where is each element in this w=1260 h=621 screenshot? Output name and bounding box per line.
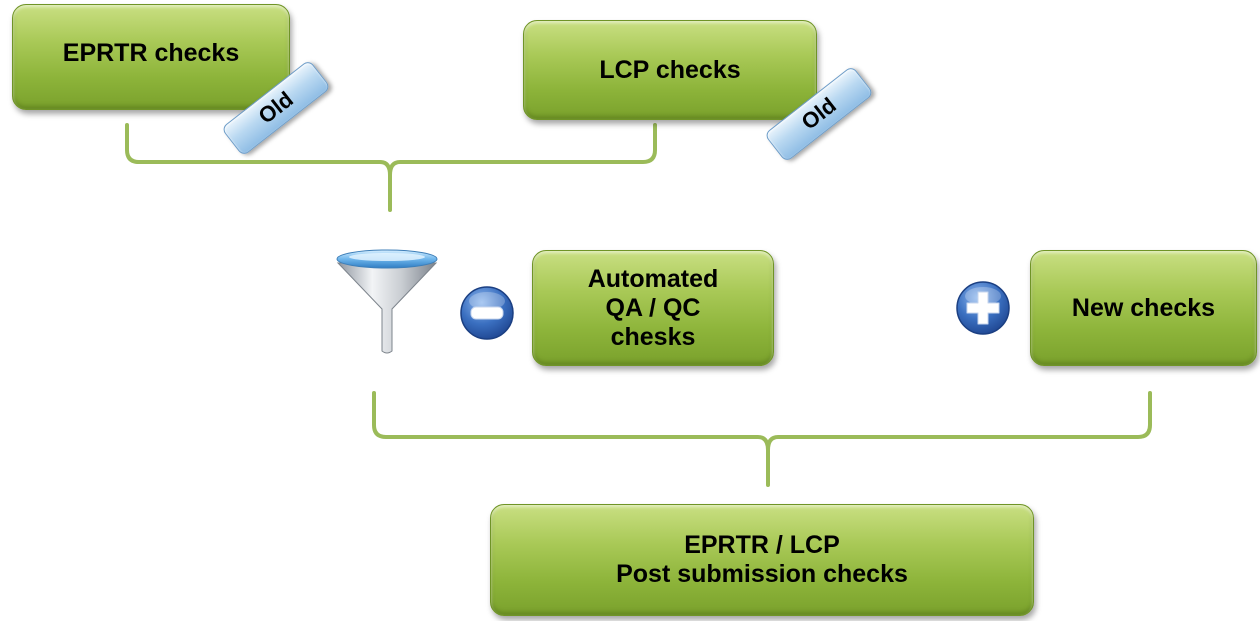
bottom-bracket xyxy=(372,391,1152,487)
eprtr-checks-box: EPRTR checks xyxy=(12,4,290,110)
new-checks-label: New checks xyxy=(1071,293,1216,322)
eprtr-checks-label: EPRTR checks xyxy=(62,38,240,67)
lcp-checks-box: LCP checks xyxy=(523,20,817,120)
funnel-icon xyxy=(336,249,438,354)
minus-circle-icon xyxy=(460,286,514,340)
lcp-checks-label: LCP checks xyxy=(599,55,741,84)
automated-qa-qc-box: Automated QA / QC chesks xyxy=(532,250,774,366)
new-checks-box: New checks xyxy=(1030,250,1257,366)
top-bracket xyxy=(125,123,657,212)
plus-circle-icon xyxy=(956,281,1010,335)
post-submission-checks-box: EPRTR / LCP Post submission checks xyxy=(490,504,1034,616)
automated-qa-qc-label: Automated QA / QC chesks xyxy=(587,264,719,351)
post-submission-checks-label: EPRTR / LCP Post submission checks xyxy=(616,531,908,588)
